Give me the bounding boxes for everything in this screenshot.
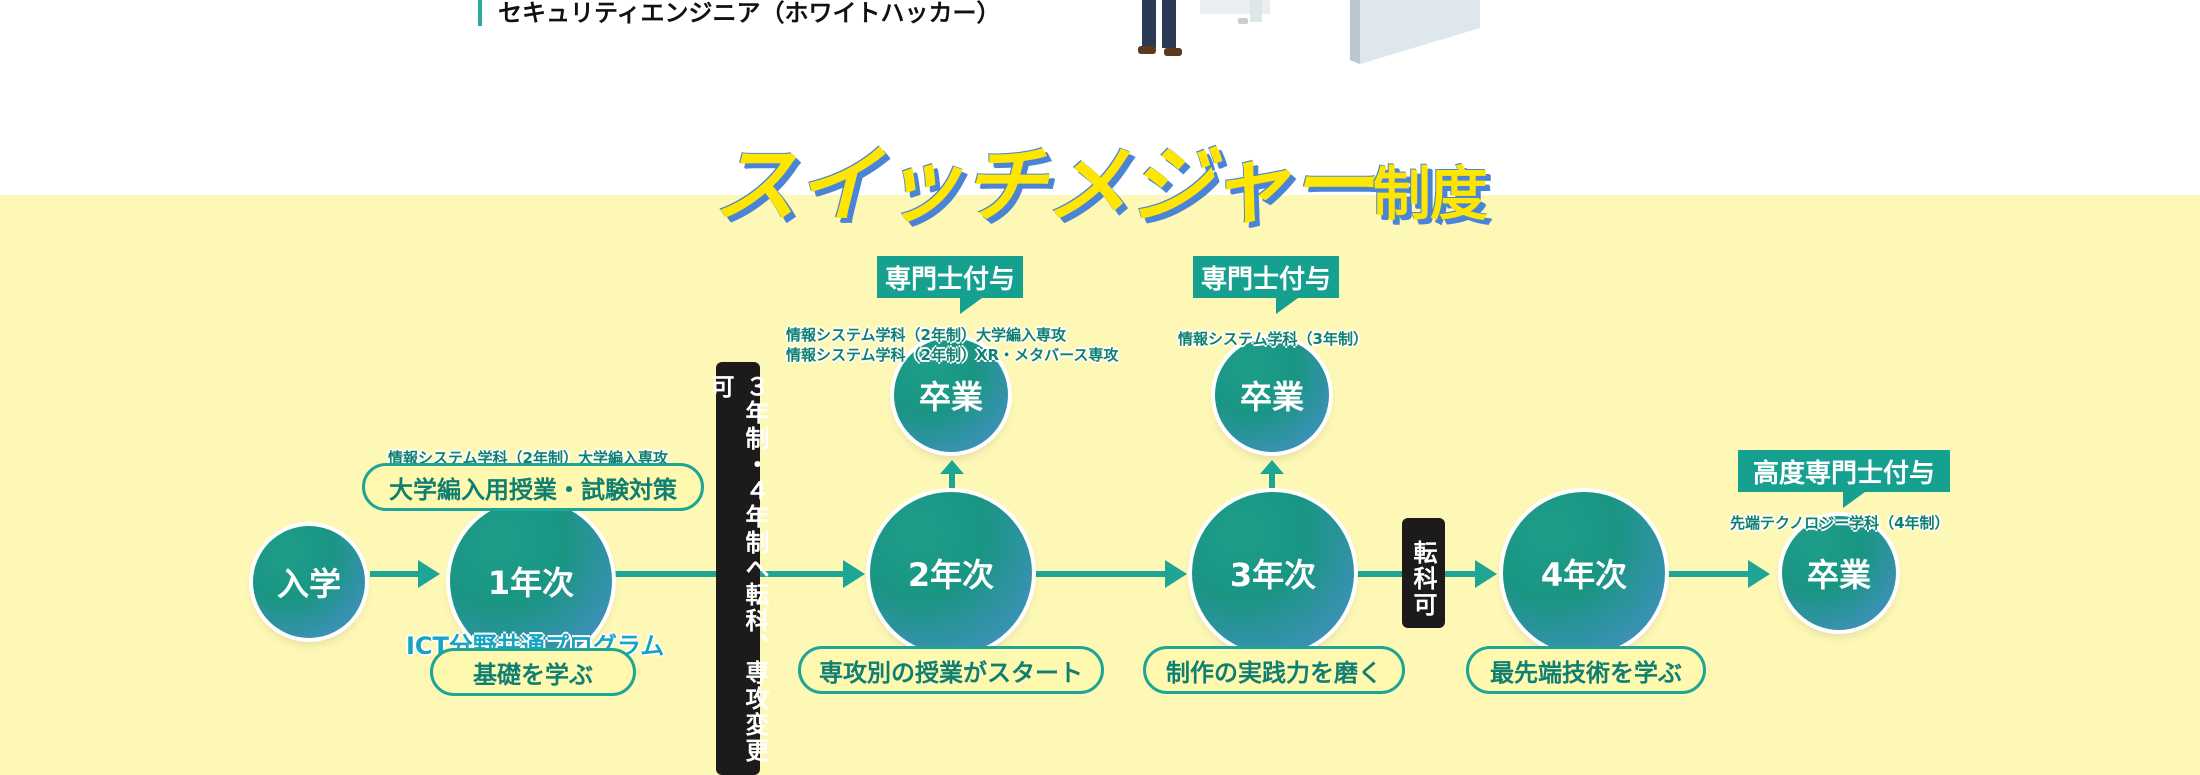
year2-note-2: 情報システム学科（2年制）XR・メタバース専攻 bbox=[786, 346, 1119, 364]
year3-note: 情報システム学科（3年制） bbox=[1178, 330, 1368, 348]
node-grad-year3: 卒業 bbox=[1215, 338, 1329, 452]
node-year1: 1年次 bbox=[450, 500, 612, 662]
year1-top-note: 情報システム学科（2年制）大学編入専攻 bbox=[388, 449, 668, 467]
node-year3: 3年次 bbox=[1192, 492, 1354, 654]
arrow-year1-transfer bbox=[612, 571, 717, 577]
transfer-bar-3-4-year: ３年制・４年制へ転科、専攻変更可 bbox=[706, 362, 769, 775]
title-suffix: 制度 bbox=[1372, 160, 1488, 228]
node-grad-year4: 卒業 bbox=[1782, 516, 1896, 630]
node-year4: 4年次 bbox=[1503, 492, 1665, 654]
arrow-head-year2 bbox=[843, 560, 865, 588]
arrow-head-enroll-year1 bbox=[418, 560, 440, 588]
node-year2: 2年次 bbox=[870, 492, 1032, 654]
year2-badge-tail bbox=[960, 298, 982, 314]
arrow-year2-year3 bbox=[1032, 571, 1172, 577]
transfer-bar-year3: 転科可 bbox=[1402, 518, 1445, 628]
arrow-year4-grad bbox=[1665, 571, 1755, 577]
arrow-transfer-year4 bbox=[1445, 571, 1480, 577]
node-grad-year2: 卒業 bbox=[894, 338, 1008, 452]
year4-note: 先端テクノロジー学科（4年制） bbox=[1730, 514, 1950, 532]
arrow-enroll-year1 bbox=[370, 571, 428, 577]
year3-badge-tail bbox=[1276, 298, 1298, 314]
year4-badge-tail bbox=[1843, 492, 1865, 508]
arrow-head-year4 bbox=[1475, 560, 1497, 588]
year1-bottom-pill: 基礎を学ぶ bbox=[430, 648, 636, 696]
year2-note-1: 情報システム学科（2年制）大学編入専攻 bbox=[786, 326, 1066, 344]
year3-pill: 制作の実践力を磨く bbox=[1143, 646, 1405, 694]
up-arrow-year3 bbox=[1260, 460, 1284, 492]
arrow-head-year3 bbox=[1165, 560, 1187, 588]
up-arrow-year2 bbox=[940, 460, 964, 492]
title-main: スイッチメジャー bbox=[713, 136, 1374, 234]
year2-pill: 専攻別の授業がスタート bbox=[798, 646, 1104, 694]
arrow-transfer-year2 bbox=[760, 571, 850, 577]
year1-top-pill: 大学編入用授業・試験対策 bbox=[362, 463, 704, 511]
people-illustration bbox=[1138, 0, 1480, 64]
year3-badge: 専門士付与 bbox=[1193, 256, 1339, 298]
year4-badge: 高度専門士付与 bbox=[1738, 450, 1950, 492]
job-title-line: セキュリティエンジニア（ホワイトハッカー） bbox=[478, 0, 1001, 26]
arrow-head-grad4 bbox=[1748, 560, 1770, 588]
node-enroll: 入学 bbox=[253, 526, 365, 638]
year4-pill: 最先端技術を学ぶ bbox=[1466, 646, 1706, 694]
scheme-title: スイッチメジャー制度 bbox=[0, 118, 2200, 239]
year2-badge: 専門士付与 bbox=[877, 256, 1023, 298]
arrow-year3-transfer bbox=[1352, 571, 1402, 577]
